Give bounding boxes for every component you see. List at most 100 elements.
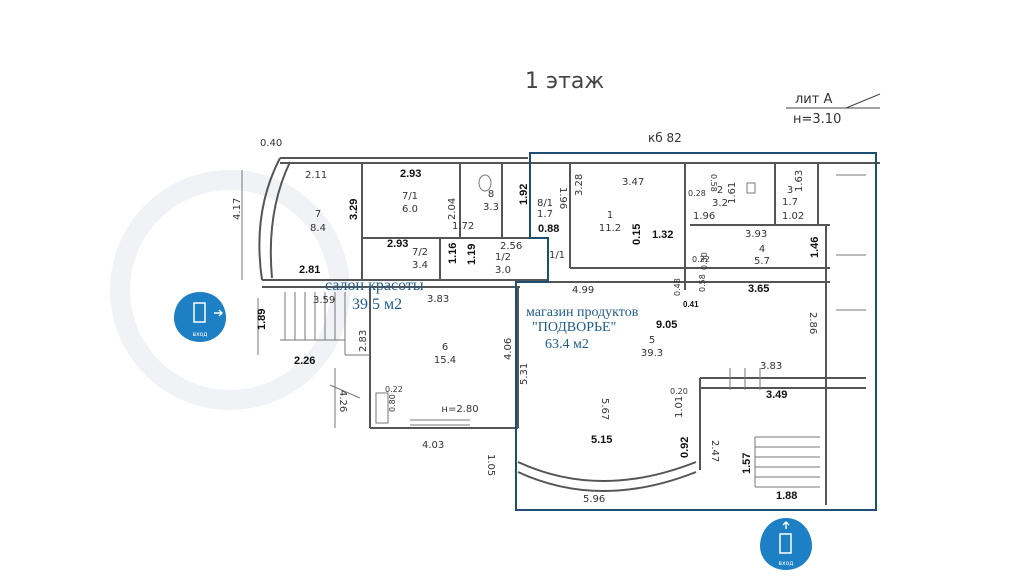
dim-226: 2.26 [294, 355, 315, 367]
dim-905: 9.05 [656, 319, 677, 331]
dim-204: 2.04 [447, 198, 458, 220]
salon-name: салон красоты [325, 277, 424, 294]
dim-119: 1.19 [466, 244, 478, 265]
dim-028: 0.28 [688, 189, 706, 198]
watermark [110, 170, 350, 410]
room-labels: 7 8.4 7/1 6.0 7/2 3.4 8 3.3 8/1 1.7 1/2 … [310, 131, 798, 415]
shop-brand: "ПОДВОРЬЕ" [532, 320, 616, 335]
dim-157: 1.57 [741, 453, 753, 474]
dim-403: 4.03 [422, 440, 444, 451]
dim-163: 1.63 [794, 170, 805, 192]
dim-393: 3.93 [745, 229, 767, 240]
room-8-num: 8 [488, 189, 494, 200]
kb-label: кб 82 [648, 131, 682, 145]
room-12-num: 1/2 [495, 252, 511, 263]
lit-line-slant [845, 93, 881, 109]
entrance-bottom: вход [760, 518, 812, 570]
room-6-num: 6 [442, 342, 448, 353]
room-7-area: 8.4 [310, 223, 326, 234]
room-71-area: 6.0 [402, 204, 418, 215]
dim-105: 1.05 [485, 454, 496, 476]
room-11-num: 1/1 [549, 250, 565, 261]
room-1-area: 11.2 [599, 223, 621, 234]
entrance-left: вход [174, 292, 226, 342]
floor-title: 1 этаж [525, 69, 604, 94]
arrow-up-icon [782, 521, 790, 529]
room-2-num: 2 [717, 185, 723, 196]
dim-365: 3.65 [748, 283, 769, 295]
dim-058b: 0.58 [698, 274, 707, 292]
dim-030: 0.30 [700, 252, 709, 270]
dim-040: 0.40 [260, 138, 282, 149]
room-3-area: 1.7 [782, 197, 798, 208]
room-6-area: 15.4 [434, 355, 456, 366]
dim-080: 0.80 [388, 394, 397, 412]
room-5-num: 5 [649, 335, 655, 346]
dim-188: 1.88 [776, 490, 797, 502]
dim-329: 3.29 [348, 199, 360, 220]
shop-name: магазин продуктов [526, 305, 639, 320]
room-12-area: 3.0 [495, 265, 511, 276]
entrance-bottom-label: вход [779, 560, 794, 567]
room-7-num: 7 [315, 209, 321, 220]
room-81-area: 1.7 [537, 209, 553, 220]
dim-022: 0.22 [692, 255, 710, 264]
dim-189: 1.89 [256, 309, 268, 330]
dim-041: 0.41 [683, 300, 699, 309]
thin-dimensions: 0.40 2.11 4.17 2.04 1.72 2.56 1.96 3.28 … [232, 138, 818, 505]
dim-161: 1.61 [727, 182, 738, 204]
room-72-area: 3.4 [412, 260, 428, 271]
dim-092: 0.92 [679, 437, 691, 458]
dim-286: 2.86 [807, 312, 818, 334]
dim-531: 5.31 [519, 363, 530, 385]
dim-196b: 1.96 [693, 211, 715, 222]
lit-height: н=3.10 [793, 112, 841, 127]
door-icon [193, 302, 206, 323]
dim-256: 2.56 [500, 241, 522, 252]
bold-dimensions: 2.93 1.92 3.29 2.93 1.16 1.19 2.81 0.88 … [256, 168, 821, 502]
salon-area: 39.5 м2 [352, 296, 402, 313]
room-6-height: н=2.80 [441, 404, 478, 415]
room-4-area: 5.7 [754, 256, 770, 267]
dim-281: 2.81 [299, 264, 320, 276]
dim-192: 1.92 [518, 184, 530, 205]
lit-name: лит А [795, 92, 832, 107]
dim-515: 5.15 [591, 434, 612, 446]
dim-058: 0.58 [709, 174, 718, 192]
arrow-right-icon [214, 309, 223, 317]
room-71-num: 7/1 [402, 191, 418, 202]
room-4-num: 4 [759, 244, 765, 255]
dim-211: 2.11 [305, 170, 327, 181]
dim-172: 1.72 [452, 221, 474, 232]
dim-102: 1.02 [782, 211, 804, 222]
dim-359: 3.59 [313, 295, 335, 306]
room-3-num: 3 [787, 185, 793, 196]
dim-132: 1.32 [652, 229, 673, 241]
dim-196: 1.96 [557, 187, 568, 209]
dim-567: 5.67 [599, 398, 610, 420]
dim-101: 1.01 [674, 396, 685, 418]
dim-015: 0.15 [631, 224, 643, 245]
room-1-num: 1 [607, 210, 613, 221]
shop-outline [515, 152, 877, 511]
dim-146: 1.46 [809, 237, 821, 258]
dim-088: 0.88 [538, 223, 559, 235]
dim-406: 4.06 [503, 338, 514, 360]
dim-293b: 2.93 [387, 238, 408, 250]
dim-596: 5.96 [583, 494, 605, 505]
dim-293a: 2.93 [400, 168, 421, 180]
room-8-area: 3.3 [483, 202, 499, 213]
dim-048: 0.48 [673, 278, 682, 296]
dim-383: 3.83 [427, 294, 449, 305]
door-icon [779, 533, 792, 554]
shop-area: 63.4 м2 [545, 337, 589, 352]
dim-499: 4.99 [572, 285, 594, 296]
room-81-num: 8/1 [537, 198, 553, 209]
dim-116: 1.16 [447, 243, 459, 264]
dim-247: 2.47 [709, 440, 720, 462]
entrance-left-label: вход [193, 331, 208, 338]
room-2-area: 3.2 [712, 198, 728, 209]
dim-020: 0.20 [670, 387, 688, 396]
dim-349: 3.49 [766, 389, 787, 401]
